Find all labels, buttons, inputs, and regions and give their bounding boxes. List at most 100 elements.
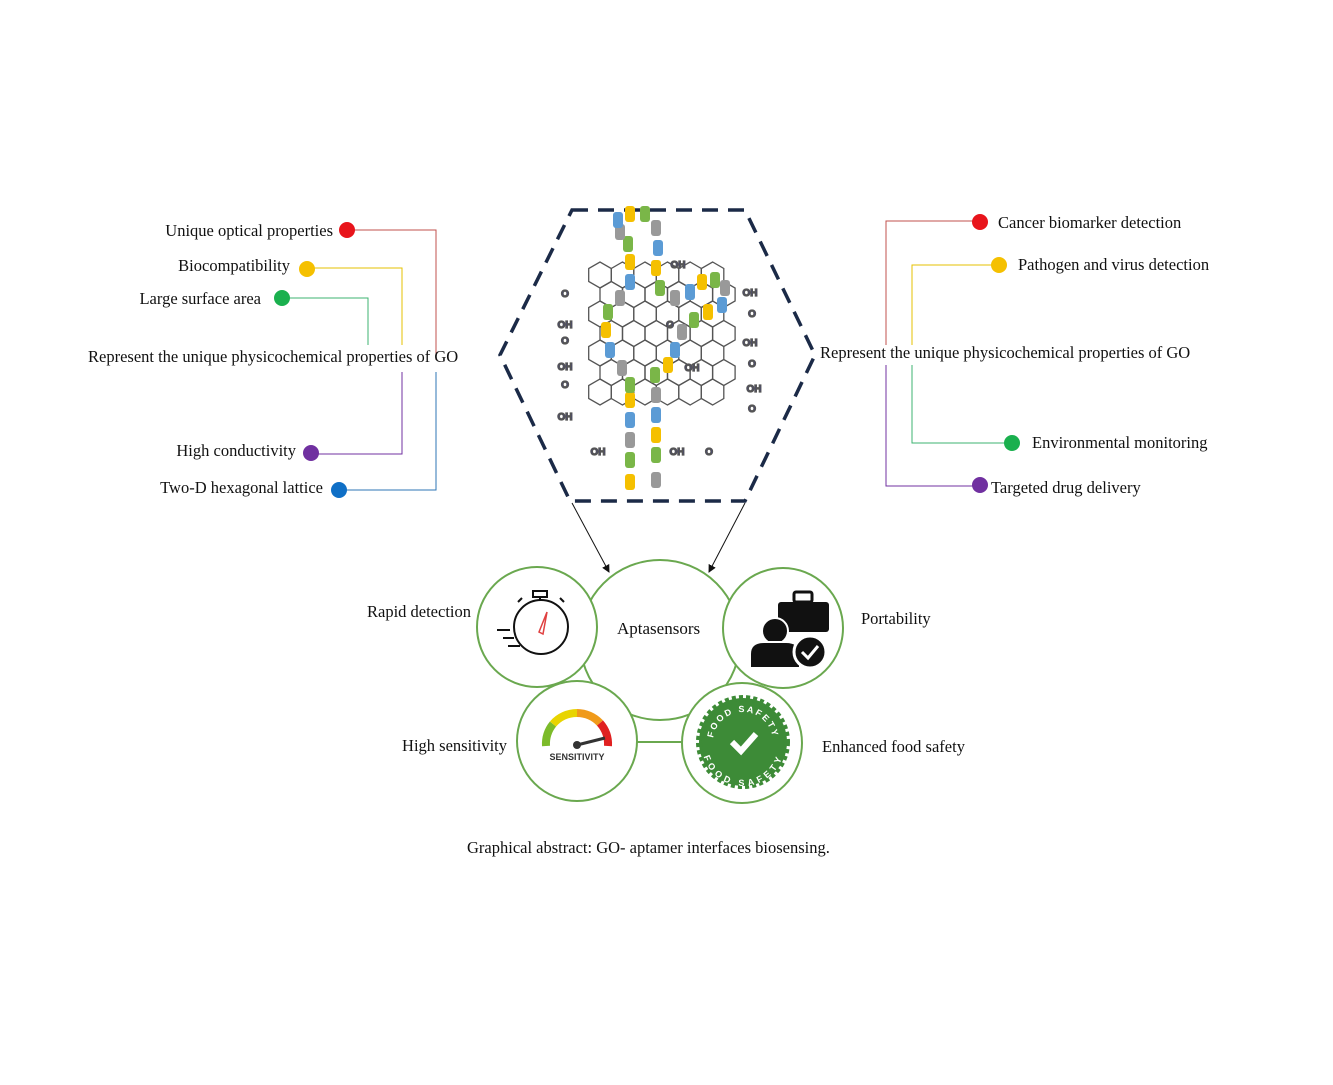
nucleotide-bead (689, 312, 699, 328)
functional-group-label: O (561, 289, 569, 300)
nucleotide-bead (625, 206, 635, 222)
label-hexagonal-lattice: Two-D hexagonal lattice (160, 478, 323, 497)
left-center-label: Represent the unique physicochemical pro… (88, 347, 459, 366)
dot-blue (331, 482, 347, 498)
nucleotide-bead (625, 254, 635, 270)
functional-group-label: OH (671, 260, 686, 271)
arrow-left (571, 502, 610, 573)
nucleotide-bead (651, 260, 661, 276)
functional-group-label: O (748, 404, 756, 415)
hexagon-frame (498, 208, 817, 503)
nucleotide-bead (601, 322, 611, 338)
functional-group-label: OH (685, 363, 700, 374)
functional-group-label: O (561, 380, 569, 391)
functional-group-label: OH (558, 320, 573, 331)
dot-purple (303, 445, 319, 461)
portability-icon (749, 590, 829, 670)
nucleotide-bead (651, 447, 661, 463)
functional-group-label: OH (747, 384, 762, 395)
dot-yellow (991, 257, 1007, 273)
label-food-safety: Enhanced food safety (822, 737, 965, 756)
nucleotide-bead (625, 392, 635, 408)
right-connectors (885, 220, 1007, 487)
lattice-hexagon (678, 378, 702, 406)
nucleotide-bead (613, 212, 623, 228)
hub-label: Aptasensors (617, 619, 701, 638)
dot-red (972, 214, 988, 230)
label-biocompatibility: Biocompatibility (178, 256, 290, 275)
dot-red (339, 222, 355, 238)
dot-green (1004, 435, 1020, 451)
nucleotide-bead (617, 360, 627, 376)
functional-group-label: O (748, 359, 756, 370)
label-conductivity: High conductivity (176, 441, 296, 460)
label-cancer-detection: Cancer biomarker detection (998, 213, 1182, 232)
nucleotide-bead (625, 274, 635, 290)
lattice-hexagon (588, 378, 612, 406)
functional-group-label: OH (743, 338, 758, 349)
nucleotide-bead (625, 377, 635, 393)
functional-group-label: O (561, 336, 569, 347)
nucleotide-bead (651, 472, 661, 488)
functional-group-label: O (705, 447, 713, 458)
nucleotide-bead (651, 427, 661, 443)
label-pathogen-detection: Pathogen and virus detection (1018, 255, 1210, 274)
gauge-label: SENSITIVITY (549, 752, 604, 762)
stopwatch-icon (497, 590, 569, 655)
nucleotide-bead (623, 236, 633, 252)
nucleotide-bead (717, 297, 727, 313)
functional-group-label: OH (743, 288, 758, 299)
left-connectors (287, 229, 437, 491)
nucleotide-bead (625, 452, 635, 468)
label-environmental: Environmental monitoring (1032, 433, 1208, 452)
nucleotide-bead (603, 304, 613, 320)
nucleotide-bead (605, 342, 615, 358)
graphene-oxide-lattice: O OH O OH O OH OH O OH O OH O OH OH O OH OH O (557, 259, 762, 458)
nucleotide-bead (625, 432, 635, 448)
label-unique-optical: Unique optical properties (165, 221, 333, 240)
label-surface-area: Large surface area (139, 289, 261, 308)
functional-group-label: OH (558, 362, 573, 373)
color-dots (274, 214, 1020, 498)
food-safety-badge-icon: FOOD SAFETY FOOD SAFETY (696, 695, 790, 789)
nucleotide-bead (625, 474, 635, 490)
nucleotide-bead (651, 220, 661, 236)
nucleotide-bead (703, 304, 713, 320)
nucleotide-bead (625, 412, 635, 428)
sensitivity-gauge-icon (541, 709, 613, 749)
nucleotide-bead (651, 407, 661, 423)
functional-group-label: OH (558, 412, 573, 423)
dot-yellow (299, 261, 315, 277)
label-rapid-detection: Rapid detection (366, 602, 471, 621)
functional-group-label: OH (670, 447, 685, 458)
lattice-hexagon (700, 378, 725, 406)
nucleotide-bead (640, 206, 650, 222)
nucleotide-bead (720, 280, 730, 296)
nucleotide-bead (697, 274, 707, 290)
caption: Graphical abstract: GO- aptamer interfac… (467, 838, 830, 857)
nucleotide-bead (650, 367, 660, 383)
right-center-label: Represent the unique physicochemical pro… (820, 343, 1191, 362)
functional-group-label: O (748, 309, 756, 320)
benefit-circles (476, 559, 844, 804)
nucleotide-bead (670, 342, 680, 358)
arrow-right (708, 502, 746, 573)
functional-group-label: OH (591, 447, 606, 458)
nucleotide-bead (615, 290, 625, 306)
nucleotide-bead (677, 324, 687, 340)
nucleotide-bead (685, 284, 695, 300)
dot-green (274, 290, 290, 306)
dot-purple (972, 477, 988, 493)
nucleotide-bead (653, 240, 663, 256)
label-high-sensitivity: High sensitivity (402, 736, 507, 755)
nucleotide-bead (663, 357, 673, 373)
nucleotide-bead (655, 280, 665, 296)
aptamer-strand (601, 206, 730, 490)
nucleotide-bead (651, 387, 661, 403)
functional-group-label: O (666, 320, 674, 331)
nucleotide-bead (710, 272, 720, 288)
rapid-circle (476, 566, 598, 688)
label-drug-delivery: Targeted drug delivery (991, 478, 1141, 497)
